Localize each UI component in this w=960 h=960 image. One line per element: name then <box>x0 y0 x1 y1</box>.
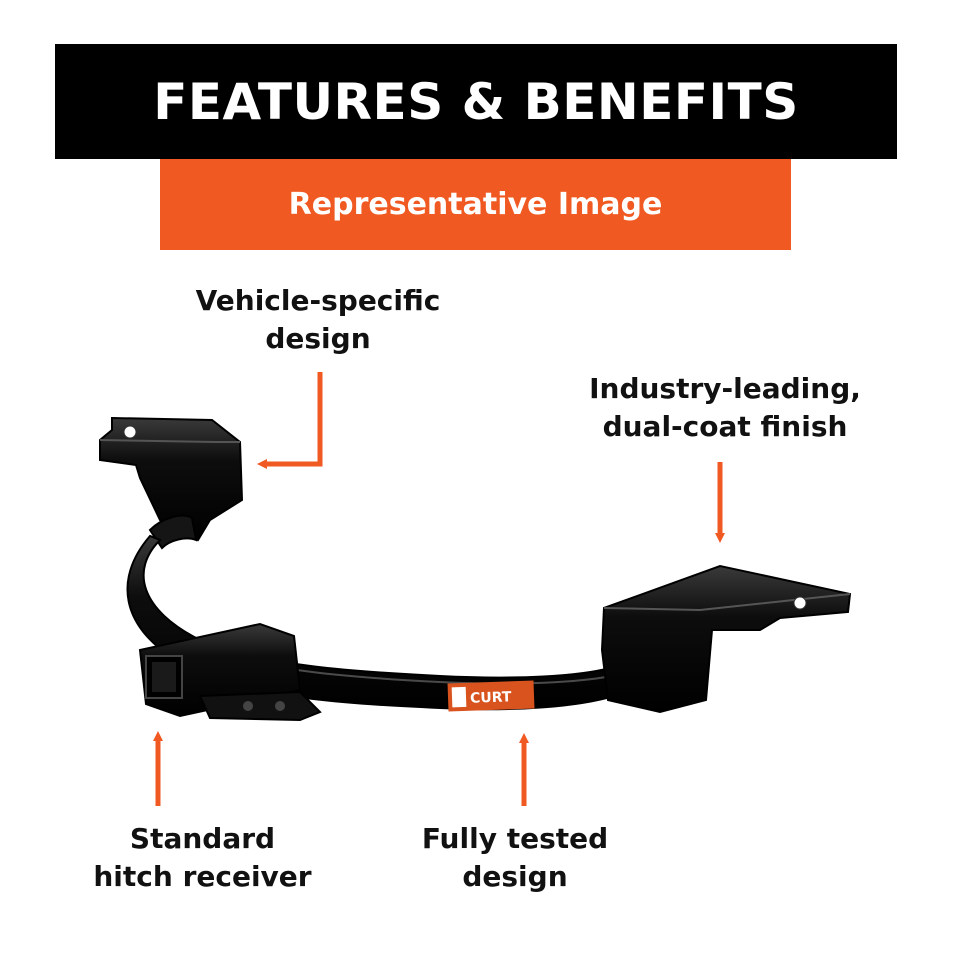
representative-image-banner: Representative Image <box>160 159 791 250</box>
callout-line: Fully tested <box>421 822 609 855</box>
callout-line: Vehicle-specific <box>195 284 441 317</box>
vehicle-specific-arrow <box>257 372 323 469</box>
callout-standard-receiver: Standard hitch receiver <box>80 820 325 896</box>
header-banner: FEATURES & BENEFITS <box>55 44 897 159</box>
callout-industry-leading: Industry-leading, dual-coat finish <box>565 370 885 446</box>
callout-arrows <box>153 372 725 806</box>
callout-line: hitch receiver <box>93 860 312 893</box>
callout-vehicle-specific: Vehicle-specific design <box>168 282 468 358</box>
callout-line: Industry-leading, <box>589 372 861 405</box>
trailer-hitch-icon: CURT <box>99 416 852 722</box>
callout-line: dual-coat finish <box>602 410 848 443</box>
callout-line: design <box>265 322 371 355</box>
callout-line: design <box>462 860 568 893</box>
callout-line: Standard <box>129 822 276 855</box>
brand-label: CURT <box>470 689 512 706</box>
right-mounting-bracket <box>600 564 852 714</box>
page-title: FEATURES & BENEFITS <box>153 72 799 131</box>
representative-image-label: Representative Image <box>288 186 663 222</box>
callout-fully-tested: Fully tested design <box>400 820 630 896</box>
